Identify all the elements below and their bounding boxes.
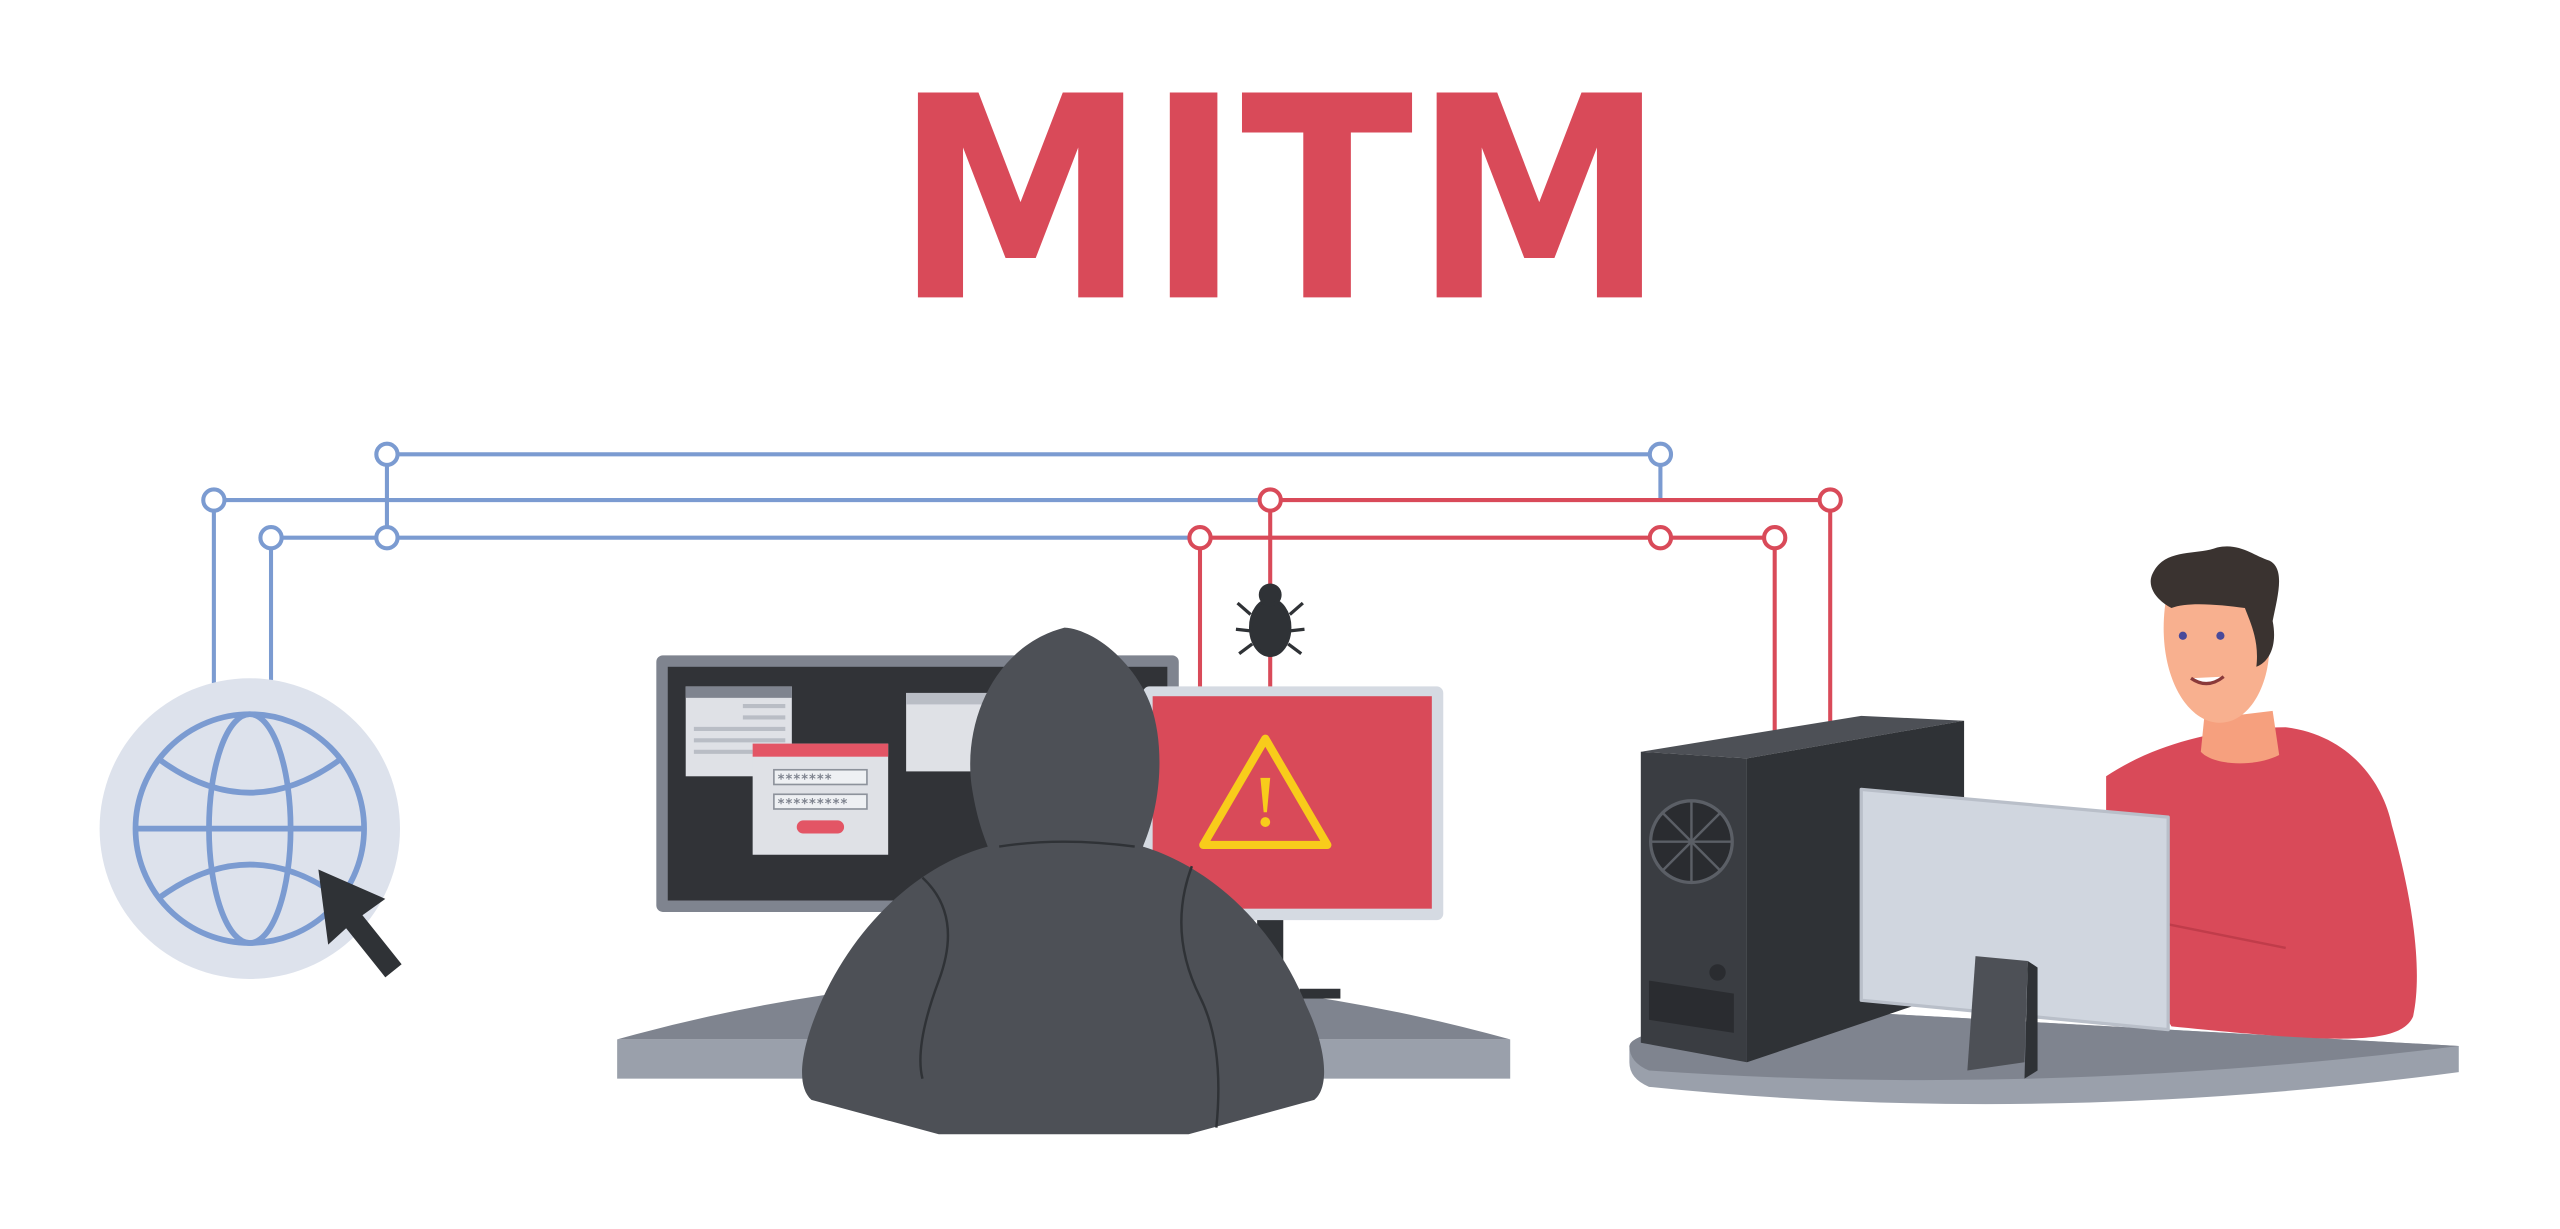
user-monitor: [1859, 787, 2170, 1079]
network-node: [1187, 525, 1213, 551]
page-title: MITM: [895, 37, 1666, 364]
network-node: [1647, 441, 1674, 468]
cursor-icon: [318, 869, 402, 978]
user: [2106, 546, 2417, 1039]
network-node: [374, 525, 400, 551]
login-button: [796, 820, 845, 834]
hacker: [802, 627, 1325, 1135]
bug-icon: [1235, 583, 1305, 657]
network-node: [201, 487, 227, 513]
password-field-1: *******: [777, 773, 832, 788]
network-node: [374, 441, 400, 468]
network-node: [1762, 525, 1788, 551]
warning-icon: [1199, 734, 1332, 850]
network-node: [1647, 525, 1674, 551]
network-node: [258, 525, 284, 551]
login-window: ******* *********: [752, 743, 889, 855]
network-node: [1817, 487, 1843, 513]
password-field-2: *********: [777, 797, 848, 812]
network-node: [1257, 487, 1283, 513]
network-lines: [201, 441, 1843, 733]
